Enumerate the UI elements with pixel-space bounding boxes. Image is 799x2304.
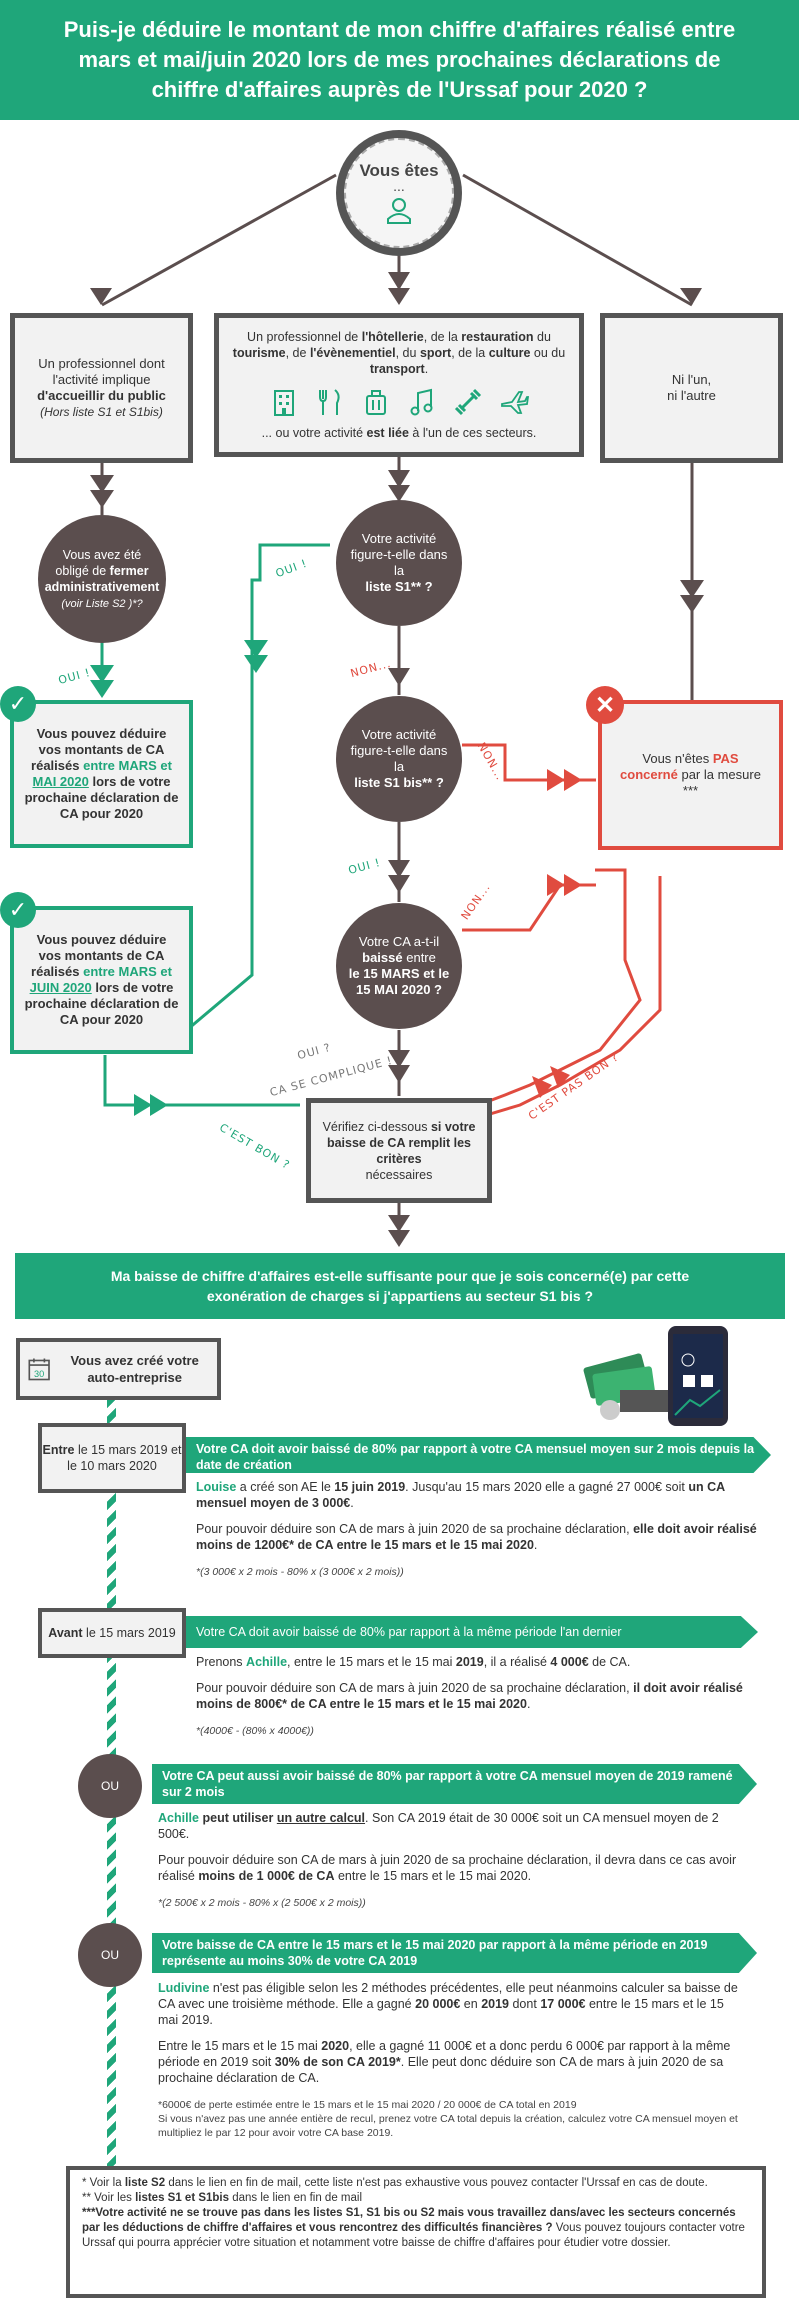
date-box-1: Entre le 15 mars 2019 et le 10 mars 2020 [38, 1423, 186, 1493]
page-title: Puis-je déduire le montant de mon chiffr… [63, 17, 736, 102]
arrowheads [90, 272, 704, 1247]
top-circle: Vous êtes ... [336, 130, 462, 256]
footer-notes: * Voir la liste S2 dans le lien en fin d… [66, 2166, 766, 2298]
box-neither: Ni l'un, ni l'autre [600, 313, 783, 463]
flowchart-connectors [90, 173, 704, 1247]
box-public-line1: Un professionnel dont l'activité impliqu… [38, 356, 165, 387]
created-text: Vous avez créé votre auto-entreprise [70, 1353, 199, 1385]
box-public-bold: d'accueillir du public [37, 388, 166, 403]
section2-title: Ma baisse de chiffre d'affaires est-elle… [110, 1268, 690, 1304]
red-box-stars: *** [682, 783, 699, 798]
music-icon [410, 388, 433, 416]
box-created-ae: 30 Vous avez créé votre auto-entreprise [16, 1338, 221, 1400]
date-box-2: Avant le 15 mars 2019 [38, 1608, 186, 1658]
box-public-facing: Un professionnel dont l'activité impliqu… [10, 313, 193, 463]
footer-note-3: ***Votre activité ne se trouve pas dans … [82, 2207, 745, 2249]
check-icon: ✓ [0, 892, 36, 928]
utensils-icon [319, 389, 340, 415]
footer-note-2: ** Voir les listes S1 et S1bis dans le l… [82, 2192, 363, 2204]
criterion-band-4: Votre baisse de CA entre le 15 mars et l… [152, 1933, 757, 1973]
dumbbell-icon [454, 388, 482, 416]
phone-money-illustration [583, 1326, 728, 1426]
result-not-concerned: Vous n'êtes PAS concerné par la mesure *… [598, 700, 783, 850]
luggage-icon [366, 390, 386, 415]
user-icon [387, 198, 411, 224]
check-icon: ✓ [0, 686, 36, 722]
header-banner: Puis-je déduire le montant de mon chiffr… [0, 0, 799, 120]
block1-text: Louise a créé son AE le 15 juin 2019. Ju… [196, 1480, 757, 1578]
criterion-band-3: Votre CA peut aussi avoir baissé de 80% … [152, 1764, 757, 1804]
result-deduct-may: Vous pouvez déduire vos montants de CA r… [10, 700, 193, 848]
block4-text: Ludivine n'est pas éligible selon les 2 … [158, 1981, 738, 2139]
circle-closed-question: Vous avez été obligé de fermer administr… [38, 515, 166, 643]
block3-text: Achille peut utiliser un autre calcul. S… [158, 1811, 737, 1909]
sector-icons [269, 387, 529, 417]
top-circle-dots: ... [393, 178, 405, 194]
close-icon: ✕ [586, 686, 624, 724]
box-public-text: Un professionnel dont l'activité impliqu… [23, 356, 180, 420]
box-sectors-text: Un professionnel de l'hôtellerie, de la … [232, 330, 566, 376]
plane-icon [501, 391, 529, 414]
criterion-band-2: Votre CA doit avoir baissé de 80% par ra… [186, 1616, 758, 1648]
box-public-note: (Hors liste S1 et S1bis) [40, 405, 163, 419]
box-sectors: Un professionnel de l'hôtellerie, de la … [214, 313, 584, 457]
criterion-band-1: Votre CA doit avoir baissé de 80% par ra… [186, 1437, 771, 1473]
section2-banner: Ma baisse de chiffre d'affaires est-elle… [15, 1253, 785, 1319]
block2-text: Prenons Achille, entre le 15 mars et le … [196, 1655, 743, 1737]
ou-circle: OU [78, 1754, 142, 1818]
box-verify-below: Vérifiez ci-dessous si votre baisse de C… [306, 1098, 492, 1203]
ou-circle: OU [78, 1923, 142, 1987]
top-circle-title: Vous êtes [359, 161, 439, 180]
footer-note-1: * Voir la liste S2 dans le lien en fin d… [82, 2177, 708, 2189]
box-sectors-bottom: ... ou votre activité est liée à l'un de… [261, 426, 537, 440]
box-neither-line2: ni l'autre [667, 388, 716, 403]
calendar-icon: 30 [28, 1358, 50, 1381]
result-deduct-june: Vous pouvez déduire vos montants de CA r… [10, 906, 193, 1054]
calendar-number: 30 [34, 1369, 44, 1379]
building-icon [274, 390, 294, 416]
box-neither-line1: Ni l'un, [671, 372, 712, 387]
